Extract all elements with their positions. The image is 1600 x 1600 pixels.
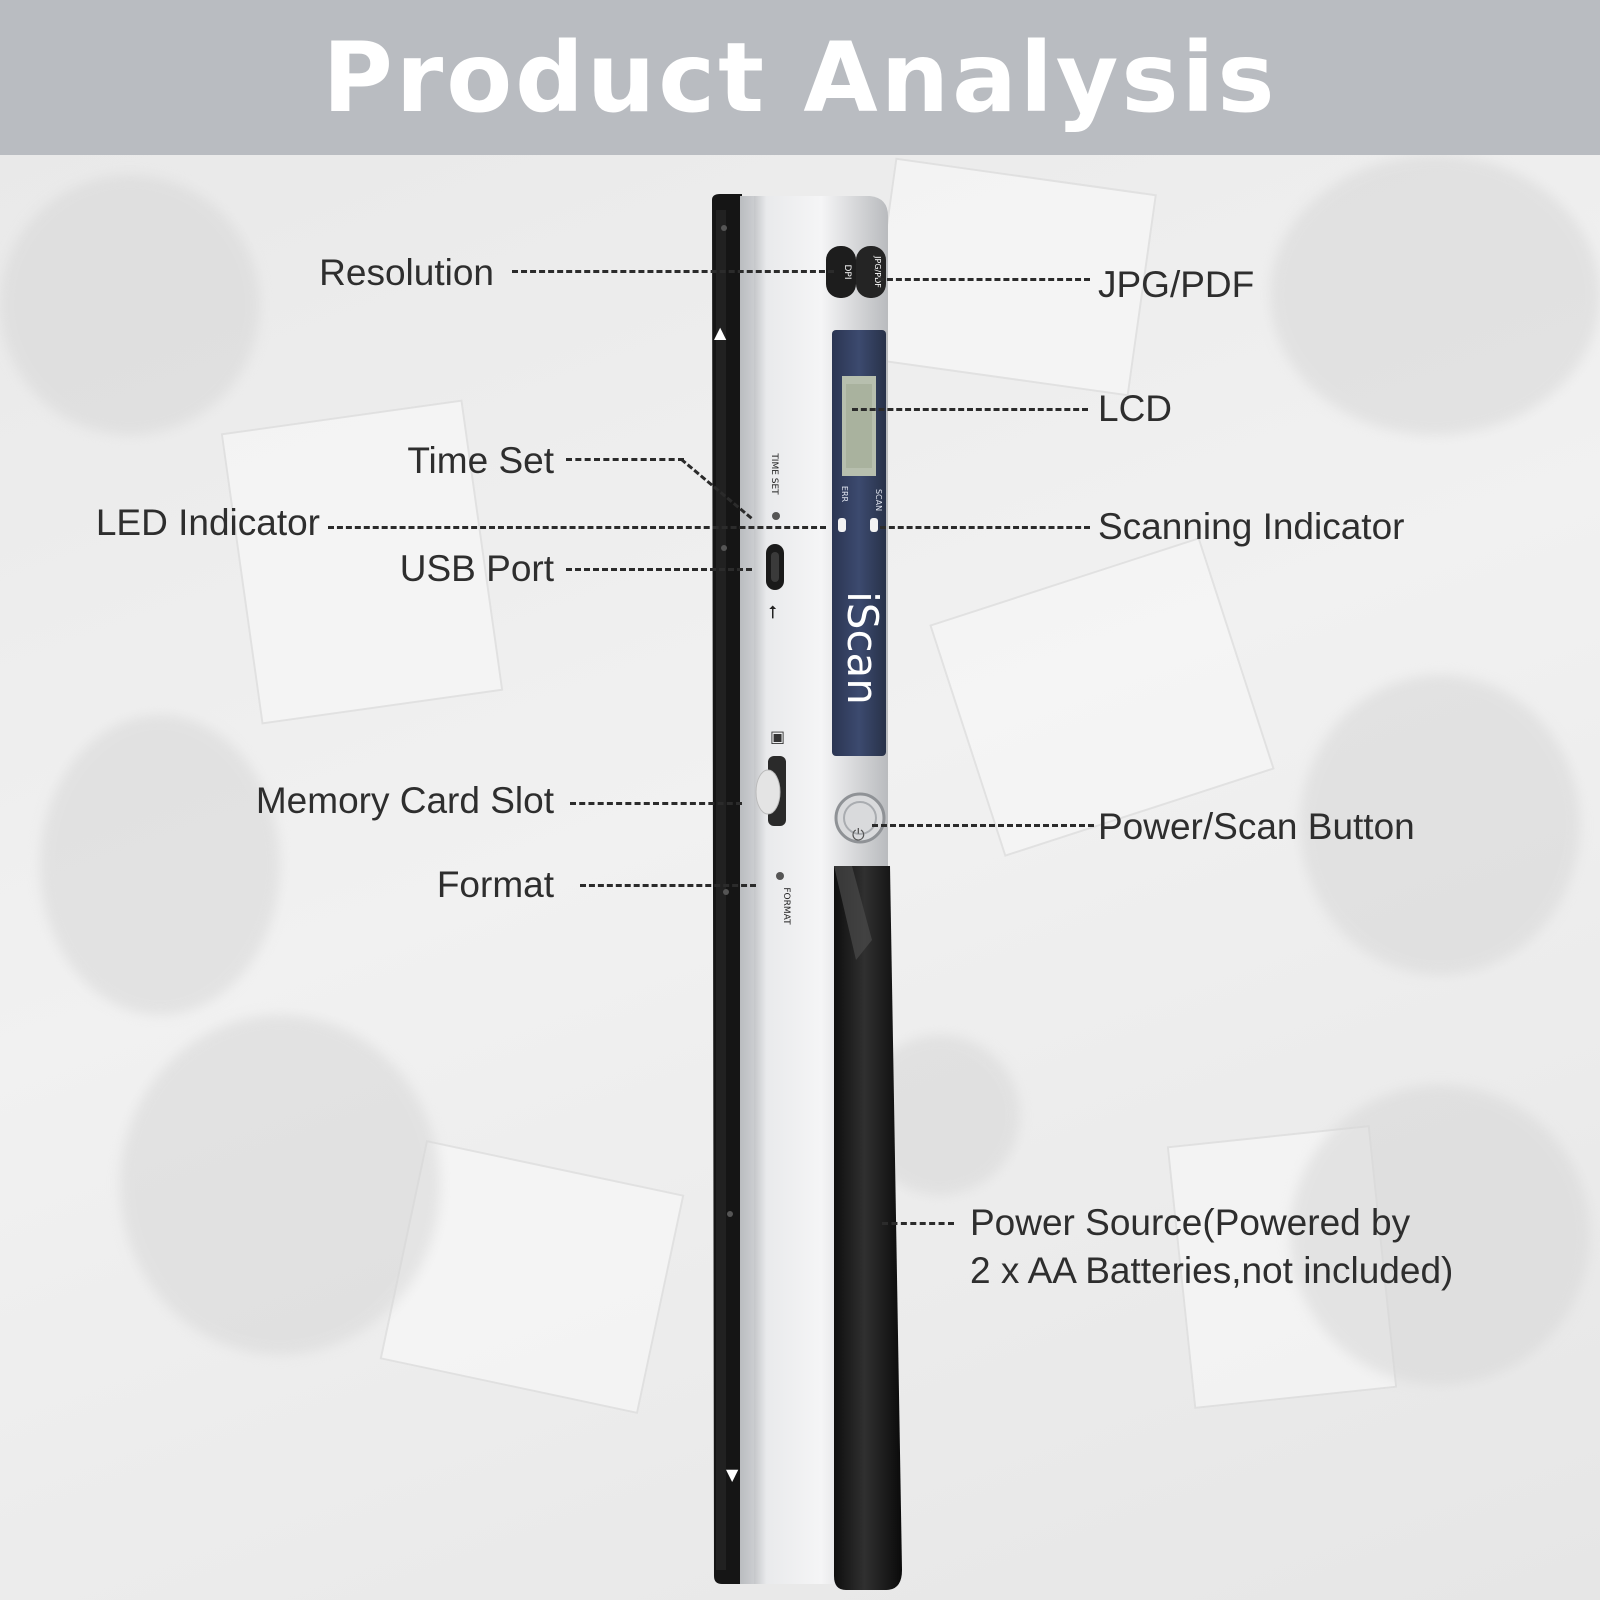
format-reset-hole[interactable] bbox=[776, 872, 784, 880]
usb-icon: ⭠ bbox=[763, 605, 784, 619]
sd-card-icon: ▣ bbox=[770, 727, 785, 746]
leader-time-set-a bbox=[566, 458, 684, 461]
callout-power-source-line2: 2 x AA Batteries,not included) bbox=[970, 1250, 1454, 1291]
callout-jpg-pdf: JPG/PDF bbox=[1098, 264, 1255, 305]
callout-led-indicator: LED Indicator bbox=[95, 502, 320, 543]
leader-memory-card-slot bbox=[570, 802, 742, 805]
scan-direction-arrow-up: ▲ bbox=[714, 323, 727, 342]
format-label: FORMAT bbox=[781, 887, 791, 925]
scan-indicator-label: SCAN bbox=[874, 489, 883, 511]
jpg-pdf-button-label: JPG/PDF bbox=[873, 255, 882, 288]
leader-power-scan-button bbox=[872, 824, 1094, 827]
office-background-photo bbox=[0, 155, 1600, 1600]
dpi-button-label: DPI bbox=[842, 264, 852, 279]
callout-power-scan-button: Power/Scan Button bbox=[1098, 806, 1415, 847]
jpg-pdf-button[interactable] bbox=[856, 246, 886, 298]
callout-lcd: LCD bbox=[1098, 388, 1173, 429]
battery-grip bbox=[834, 866, 902, 1590]
leader-resolution bbox=[512, 270, 834, 273]
leader-lcd bbox=[852, 408, 1088, 411]
leader-led-indicator bbox=[328, 526, 826, 529]
callout-memory-card-slot: Memory Card Slot bbox=[255, 780, 554, 821]
leader-usb-port bbox=[566, 568, 752, 571]
callout-format: Format bbox=[436, 864, 554, 905]
leader-format bbox=[580, 884, 756, 887]
dpi-button[interactable] bbox=[826, 246, 856, 298]
time-set-label: TIME SET bbox=[769, 452, 779, 495]
callout-scanning-indicator: Scanning Indicator bbox=[1098, 506, 1405, 547]
scan-direction-arrow-down: ▼ bbox=[726, 1465, 739, 1484]
page-title: Product Analysis bbox=[322, 21, 1278, 134]
callout-power-source-line1: Power Source(Powered by bbox=[970, 1202, 1411, 1243]
title-banner: Product Analysis bbox=[0, 0, 1600, 155]
power-icon: ⏻ bbox=[852, 825, 865, 844]
callout-time-set: Time Set bbox=[407, 440, 554, 481]
brand-logo: iScan bbox=[838, 591, 887, 705]
led-indicator bbox=[772, 512, 780, 520]
callout-usb-port: USB Port bbox=[399, 548, 554, 589]
leader-power-source bbox=[882, 1222, 954, 1225]
scan-led bbox=[870, 518, 878, 532]
leader-jpg-pdf bbox=[878, 278, 1090, 281]
err-indicator-label: ERR bbox=[840, 486, 849, 503]
leader-scanning-indicator bbox=[880, 526, 1090, 529]
callout-resolution: Resolution bbox=[319, 252, 494, 293]
err-led bbox=[838, 518, 846, 532]
